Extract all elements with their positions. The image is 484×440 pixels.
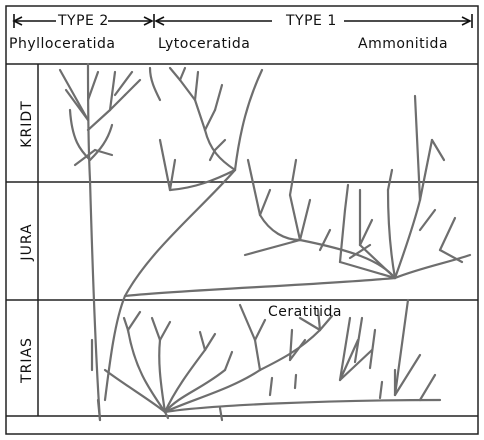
branch bbox=[440, 218, 455, 250]
branch bbox=[105, 296, 125, 400]
branch bbox=[290, 160, 296, 195]
outer-border bbox=[6, 6, 478, 434]
period-label-kridt: KRIDT bbox=[19, 94, 35, 154]
branch bbox=[160, 322, 170, 340]
branch bbox=[255, 340, 260, 370]
type2-label: TYPE 2 bbox=[58, 13, 109, 29]
branch bbox=[180, 80, 195, 100]
branch bbox=[340, 210, 345, 262]
branch bbox=[159, 340, 165, 412]
branch bbox=[170, 160, 175, 190]
branch bbox=[152, 318, 160, 340]
branch bbox=[395, 200, 420, 278]
branch bbox=[360, 220, 372, 245]
branch bbox=[245, 240, 300, 255]
branch bbox=[170, 68, 180, 80]
branches bbox=[60, 64, 470, 420]
clade-label-lytoceratida: Lytoceratida bbox=[158, 36, 250, 52]
branch bbox=[420, 210, 435, 230]
branch bbox=[260, 215, 300, 240]
branch bbox=[88, 72, 98, 100]
branch bbox=[215, 140, 225, 150]
branch bbox=[370, 330, 375, 368]
branch bbox=[105, 370, 165, 412]
clade-label-ammonitida: Ammonitida bbox=[358, 36, 448, 52]
branch bbox=[165, 400, 440, 412]
branch bbox=[195, 100, 205, 130]
branch bbox=[88, 64, 100, 420]
branch bbox=[235, 70, 262, 170]
branch bbox=[395, 300, 408, 395]
branch bbox=[125, 80, 140, 95]
clade-label-phylloceratida: Phylloceratida bbox=[9, 36, 115, 52]
branch bbox=[355, 318, 362, 362]
branch bbox=[260, 190, 270, 215]
branch bbox=[388, 170, 392, 190]
branch bbox=[195, 72, 198, 100]
branch bbox=[125, 278, 395, 296]
branch bbox=[255, 320, 265, 340]
branch bbox=[300, 240, 395, 278]
branch bbox=[395, 255, 470, 278]
branch bbox=[210, 150, 215, 160]
branch bbox=[420, 375, 435, 400]
branch bbox=[205, 110, 215, 130]
branch bbox=[165, 412, 168, 418]
branch bbox=[215, 85, 222, 110]
branch bbox=[60, 70, 88, 120]
branch bbox=[388, 190, 395, 278]
branch bbox=[415, 96, 420, 200]
diagram-frame: TYPE 2 TYPE 1 Phylloceratida Lytoceratid… bbox=[6, 6, 478, 434]
branch bbox=[200, 332, 205, 350]
branch bbox=[270, 378, 272, 395]
branch bbox=[150, 68, 160, 100]
branch bbox=[432, 140, 444, 160]
branch bbox=[240, 305, 255, 340]
branch bbox=[180, 68, 185, 80]
clade-label-ceratitida: Ceratitida bbox=[268, 304, 342, 320]
table-grid bbox=[6, 6, 478, 434]
type1-label: TYPE 1 bbox=[286, 13, 337, 29]
branch bbox=[128, 312, 140, 330]
branch bbox=[220, 408, 222, 420]
branch bbox=[345, 185, 348, 210]
branch bbox=[225, 352, 232, 370]
branch bbox=[205, 334, 215, 350]
period-label-jura: JURA bbox=[19, 215, 35, 269]
branch bbox=[205, 130, 235, 170]
branch bbox=[380, 382, 382, 398]
branch bbox=[248, 160, 260, 215]
branch bbox=[300, 200, 310, 240]
branch bbox=[295, 375, 296, 388]
period-label-trias: TRIAS bbox=[19, 330, 35, 390]
branch bbox=[88, 110, 110, 130]
branch bbox=[290, 340, 305, 360]
branch bbox=[290, 195, 300, 240]
branch bbox=[124, 318, 128, 330]
branch bbox=[420, 140, 432, 200]
branch bbox=[290, 330, 292, 360]
